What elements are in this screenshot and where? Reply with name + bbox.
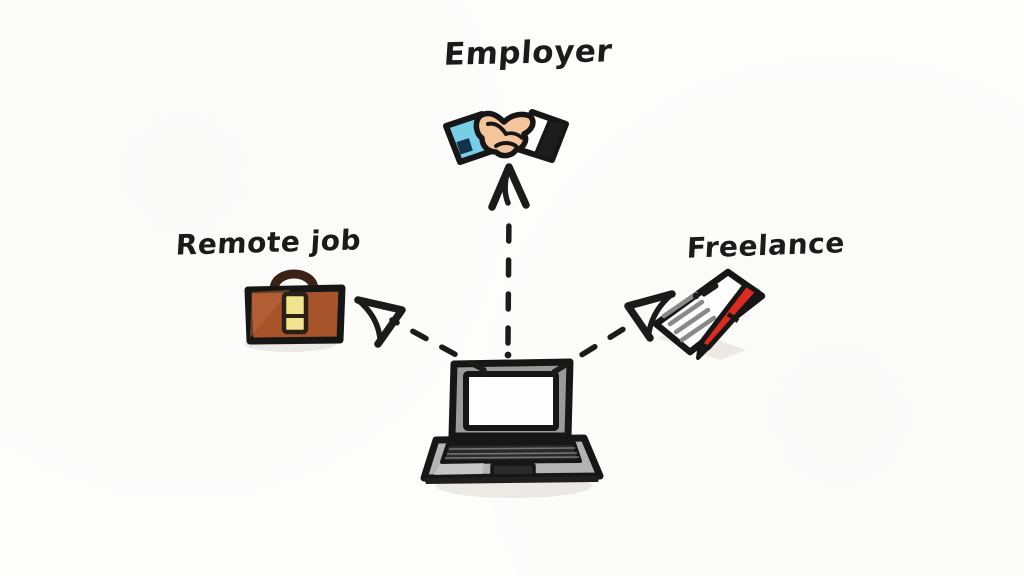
connector-laptop-to-employer bbox=[480, 163, 540, 363]
laptop-icon bbox=[418, 358, 608, 500]
label-freelance: Freelance bbox=[685, 226, 846, 265]
document-pen-icon bbox=[650, 266, 768, 366]
connector-laptop-to-freelance bbox=[550, 286, 680, 378]
connector-laptop-to-remote-job bbox=[352, 292, 492, 378]
label-remote-job: Remote job bbox=[174, 223, 363, 262]
label-employer: Employer bbox=[442, 33, 614, 73]
briefcase-icon bbox=[238, 268, 350, 354]
handshake-icon bbox=[440, 100, 572, 172]
